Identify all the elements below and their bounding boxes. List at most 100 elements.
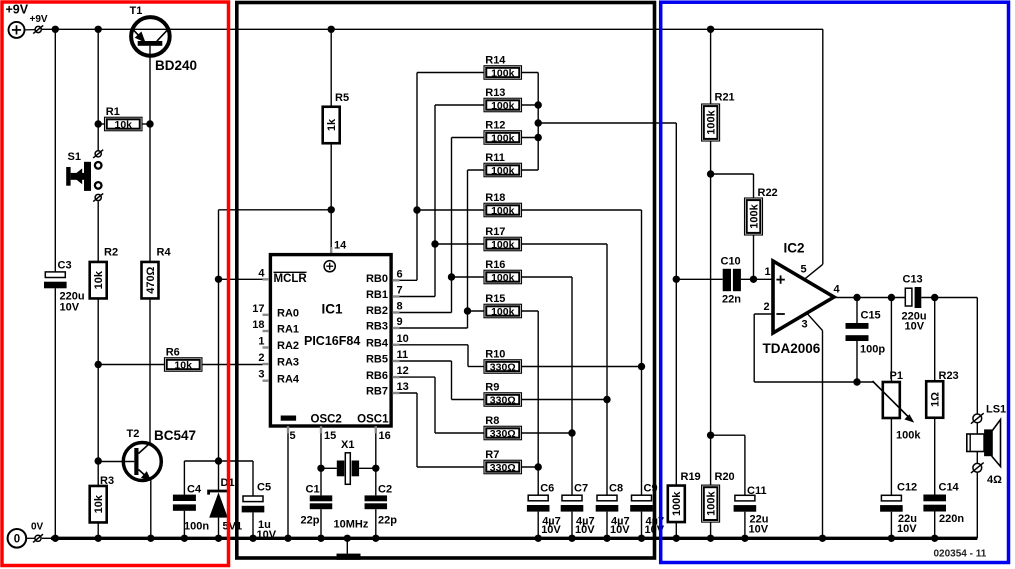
svg-text:14: 14 xyxy=(334,240,347,252)
svg-text:3: 3 xyxy=(258,369,264,381)
svg-text:C2: C2 xyxy=(378,484,392,496)
svg-text:10V: 10V xyxy=(541,524,561,536)
svg-text:C8: C8 xyxy=(609,483,623,495)
svg-text:100n: 100n xyxy=(184,521,209,533)
svg-text:18: 18 xyxy=(252,319,264,331)
svg-text:10V: 10V xyxy=(610,524,630,536)
svg-text:R8: R8 xyxy=(485,415,499,427)
svg-text:330Ω: 330Ω xyxy=(490,428,516,440)
svg-text:4: 4 xyxy=(834,284,841,296)
svg-text:4µ7: 4µ7 xyxy=(542,516,561,528)
svg-text:C6: C6 xyxy=(540,483,554,495)
svg-text:10V: 10V xyxy=(257,529,277,541)
svg-text:C14: C14 xyxy=(939,482,960,494)
svg-text:4µ7: 4µ7 xyxy=(576,516,595,528)
svg-text:3: 3 xyxy=(802,319,808,331)
svg-text:100k: 100k xyxy=(705,109,717,134)
svg-text:RA3: RA3 xyxy=(277,357,299,369)
svg-text:C12: C12 xyxy=(897,482,917,494)
svg-text:9: 9 xyxy=(397,316,403,328)
svg-text:IC2: IC2 xyxy=(784,241,805,256)
svg-text:C11: C11 xyxy=(747,485,767,497)
svg-text:OSC1: OSC1 xyxy=(357,413,389,425)
svg-text:C7: C7 xyxy=(574,483,588,495)
svg-text:10V: 10V xyxy=(905,321,925,333)
svg-text:10k: 10k xyxy=(174,359,192,371)
svg-text:R17: R17 xyxy=(485,226,505,238)
svg-text:R11: R11 xyxy=(485,152,505,164)
svg-text:10V: 10V xyxy=(749,524,769,536)
svg-text:C3: C3 xyxy=(58,260,72,272)
svg-text:RA4: RA4 xyxy=(277,373,300,385)
svg-text:C10: C10 xyxy=(721,256,741,268)
svg-text:R19: R19 xyxy=(681,471,701,483)
svg-text:X1: X1 xyxy=(341,439,354,451)
svg-text:1: 1 xyxy=(258,336,264,348)
svg-text:470Ω: 470Ω xyxy=(145,266,157,293)
svg-text:220n: 220n xyxy=(939,513,964,525)
svg-text:100k: 100k xyxy=(491,205,515,217)
svg-text:1: 1 xyxy=(765,266,771,278)
svg-text:330Ω: 330Ω xyxy=(490,394,516,406)
svg-text:R23: R23 xyxy=(939,370,959,382)
svg-text:RB1: RB1 xyxy=(366,289,388,301)
svg-text:R5: R5 xyxy=(335,92,349,104)
svg-text:RA0: RA0 xyxy=(277,307,299,319)
svg-text:22p: 22p xyxy=(378,515,397,527)
svg-text:330Ω: 330Ω xyxy=(490,361,516,373)
svg-text:T2: T2 xyxy=(127,428,140,440)
svg-text:2: 2 xyxy=(258,352,264,364)
svg-text:10V: 10V xyxy=(60,302,80,314)
svg-text:4: 4 xyxy=(258,267,265,279)
svg-text:22u: 22u xyxy=(750,514,769,526)
svg-text:BD240: BD240 xyxy=(155,58,197,73)
svg-text:100k: 100k xyxy=(491,165,515,177)
svg-text:MCLR: MCLR xyxy=(274,273,308,285)
svg-text:10MHz: 10MHz xyxy=(334,519,369,531)
svg-text:RB7: RB7 xyxy=(366,386,388,398)
svg-text:LS1: LS1 xyxy=(986,404,1006,416)
svg-text:10k: 10k xyxy=(93,270,105,289)
svg-text:RB4: RB4 xyxy=(366,338,389,350)
svg-text:0V: 0V xyxy=(31,522,44,533)
svg-text:1k: 1k xyxy=(326,118,338,131)
svg-text:330Ω: 330Ω xyxy=(490,462,516,474)
svg-text:1u: 1u xyxy=(258,519,271,531)
svg-text:TDA2006: TDA2006 xyxy=(763,341,821,356)
svg-text:+9V: +9V xyxy=(30,14,48,25)
svg-text:R14: R14 xyxy=(485,55,506,67)
svg-text:R18: R18 xyxy=(485,192,505,204)
svg-text:4Ω: 4Ω xyxy=(987,474,1002,486)
svg-text:10V: 10V xyxy=(575,524,595,536)
svg-text:IC1: IC1 xyxy=(322,302,344,317)
svg-text:R15: R15 xyxy=(485,293,505,305)
svg-text:C4: C4 xyxy=(187,484,202,496)
svg-text:1Ω: 1Ω xyxy=(930,392,942,407)
svg-text:R10: R10 xyxy=(485,349,505,361)
svg-text:16: 16 xyxy=(379,430,391,442)
svg-text:6: 6 xyxy=(397,268,403,280)
svg-text:17: 17 xyxy=(252,303,264,315)
svg-text:220u: 220u xyxy=(60,291,85,303)
svg-text:22u: 22u xyxy=(898,513,917,525)
svg-text:8: 8 xyxy=(397,301,403,313)
svg-text:5V1: 5V1 xyxy=(223,521,243,533)
svg-text:100k: 100k xyxy=(491,239,515,251)
svg-text:22n: 22n xyxy=(722,294,741,306)
svg-text:220u: 220u xyxy=(902,311,927,323)
svg-text:10: 10 xyxy=(397,333,409,345)
svg-text:PIC16F84: PIC16F84 xyxy=(304,334,360,348)
svg-text:020354 - 11: 020354 - 11 xyxy=(934,549,987,560)
svg-text:RB2: RB2 xyxy=(366,305,388,317)
svg-text:RA1: RA1 xyxy=(277,324,299,336)
svg-text:100k: 100k xyxy=(896,430,921,442)
svg-text:R7: R7 xyxy=(485,449,499,461)
svg-text:4µ7: 4µ7 xyxy=(611,516,630,528)
svg-text:0: 0 xyxy=(14,534,20,546)
svg-text:R21: R21 xyxy=(715,92,735,104)
svg-text:C15: C15 xyxy=(861,310,881,322)
svg-text:RB3: RB3 xyxy=(366,321,388,333)
svg-text:C13: C13 xyxy=(903,274,923,286)
svg-text:BC547: BC547 xyxy=(154,428,196,443)
svg-text:RA2: RA2 xyxy=(277,340,299,352)
